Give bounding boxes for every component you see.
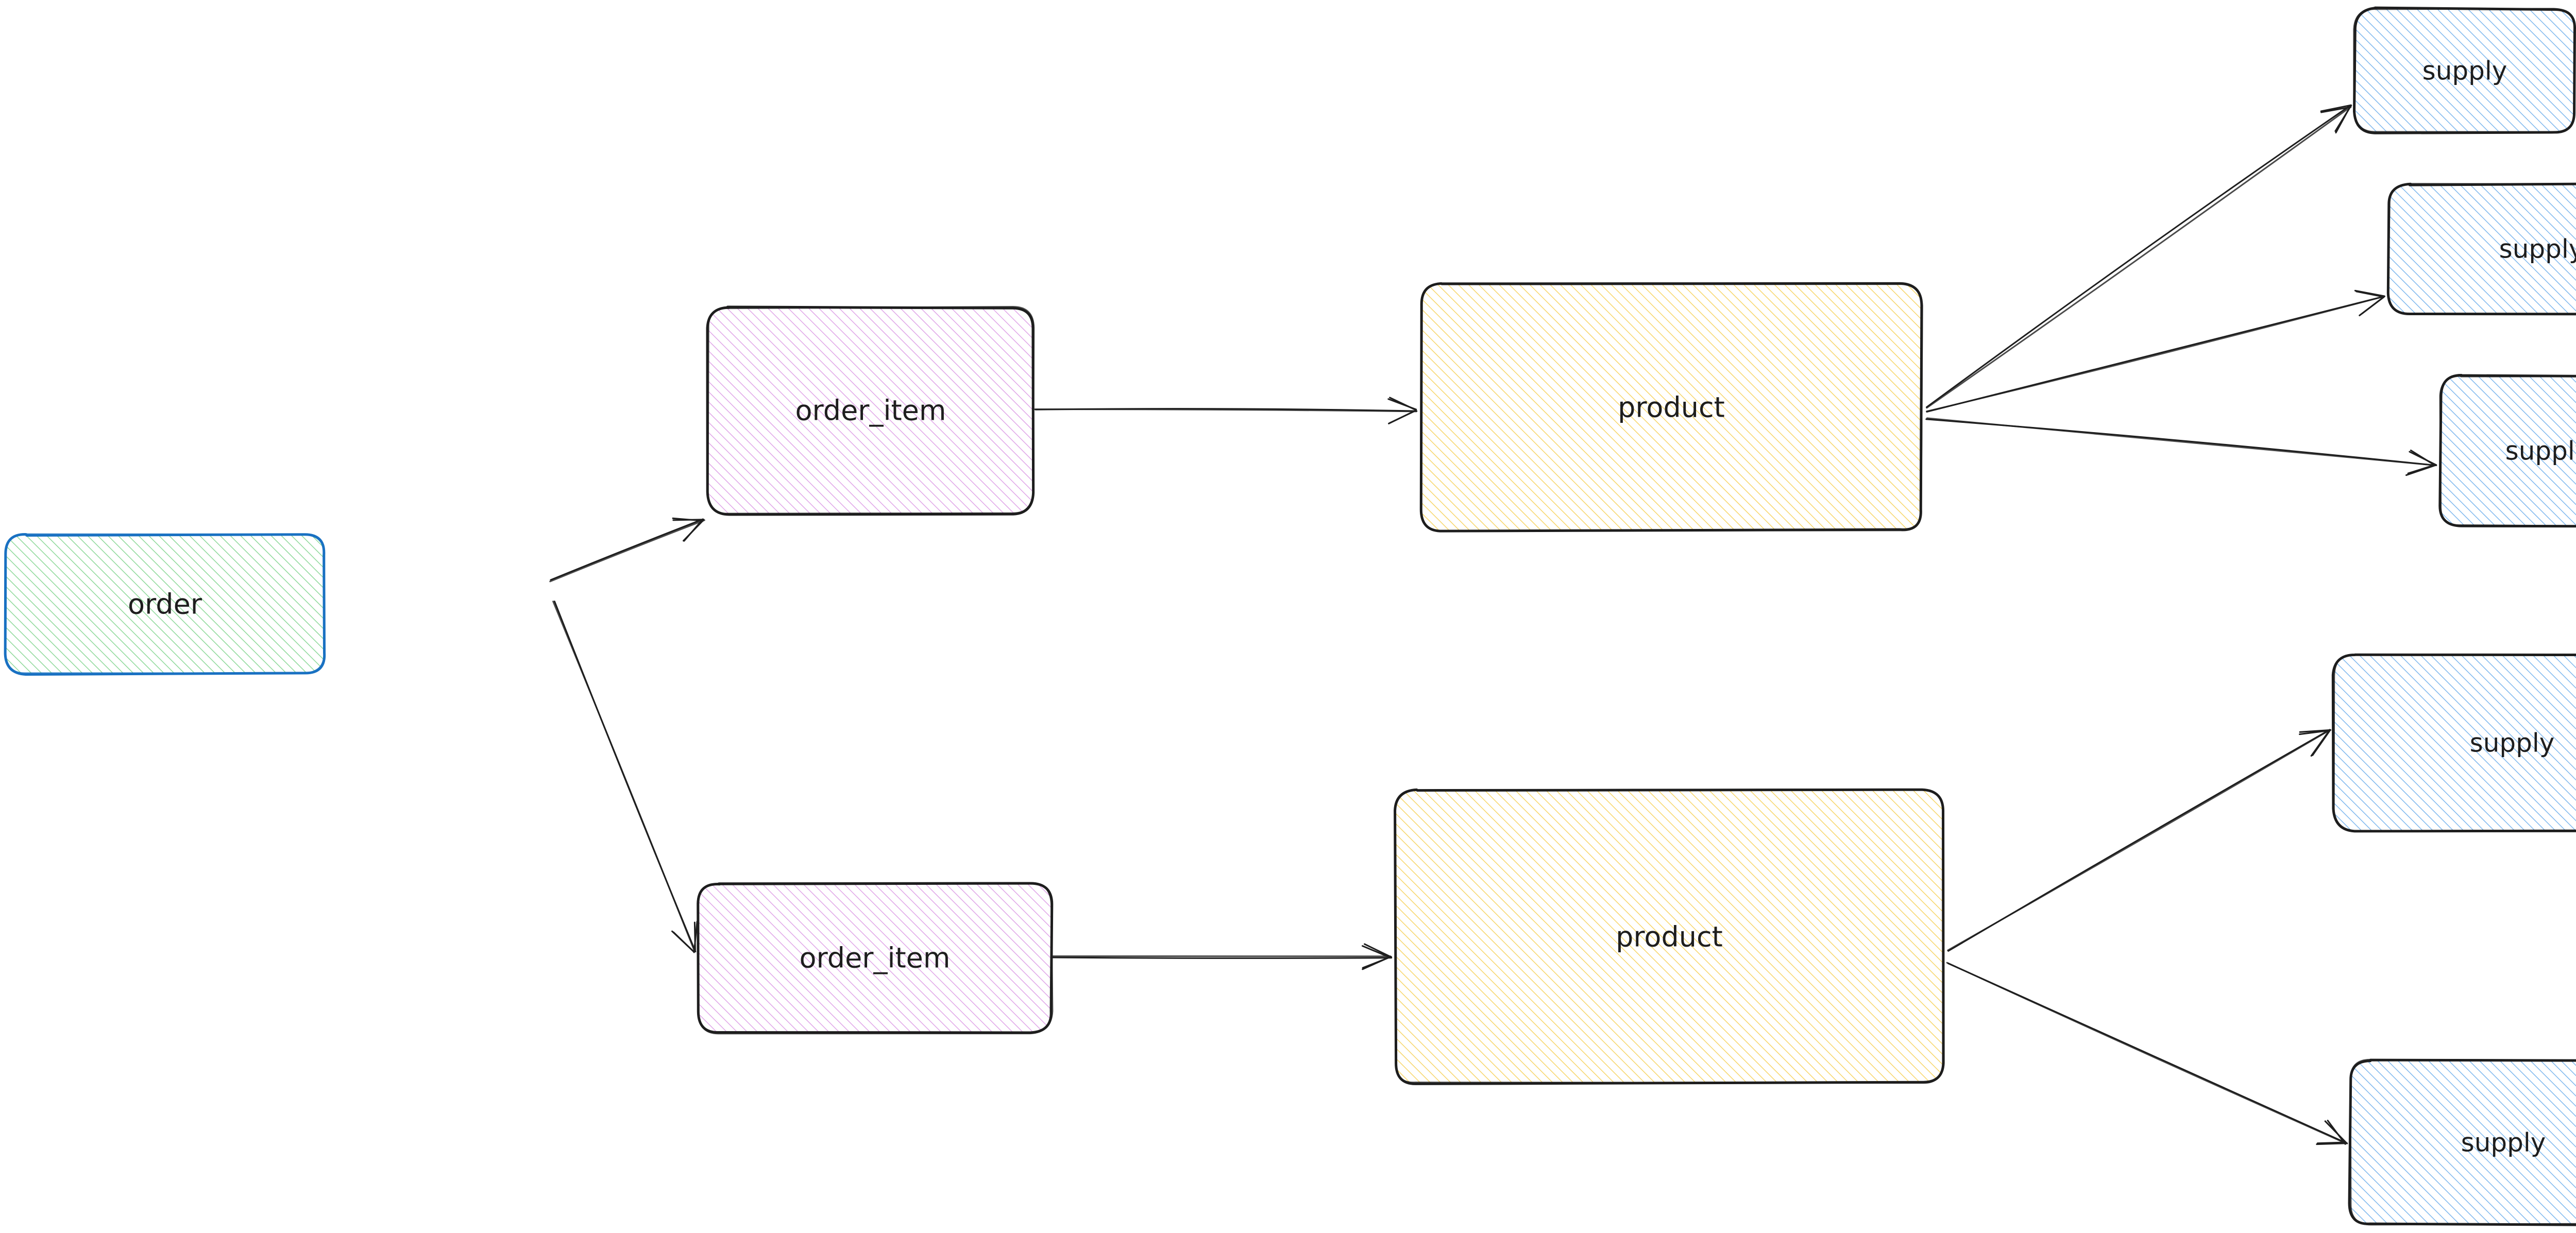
edge-arrowhead <box>1361 945 1392 958</box>
edge-arrowhead <box>1388 409 1417 424</box>
node-label: order <box>128 588 202 621</box>
edge-arrowhead <box>2324 1120 2348 1144</box>
node-outline <box>2387 183 2576 315</box>
edge-arrowhead <box>2410 449 2436 466</box>
node-supply_3[interactable]: supply <box>2438 373 2576 528</box>
nodes-layer: orderorder_itemorder_itemproductproducts… <box>4 6 2576 1226</box>
node-fill <box>2439 375 2576 525</box>
edge-arrowhead <box>2320 106 2352 113</box>
edge-product_2-to-supply_5[interactable] <box>1946 962 2348 1145</box>
edge-line <box>549 519 705 583</box>
edge-line <box>1947 729 2331 951</box>
edge-arrowhead <box>2316 1142 2348 1145</box>
node-outline <box>2439 375 2576 527</box>
node-label: product <box>1618 391 1725 424</box>
node-label: supply <box>2422 56 2507 86</box>
node-product_1[interactable]: product <box>1419 282 1923 533</box>
node-product_2[interactable]: product <box>1394 788 1945 1085</box>
edge-product_1-to-supply_2[interactable] <box>1926 289 2385 413</box>
edge-arrowhead <box>2310 729 2331 757</box>
edge-line <box>1926 105 2351 408</box>
node-outline <box>698 882 1054 1035</box>
edge-arrowhead <box>1362 956 1392 969</box>
node-outline <box>1420 283 1923 532</box>
node-fill <box>2334 655 2576 830</box>
edge-line <box>550 518 704 581</box>
edge-product_2-to-supply_4[interactable] <box>1947 729 2332 952</box>
edge-arrowhead <box>2407 464 2436 474</box>
node-order_item_2[interactable]: order_item <box>697 882 1054 1035</box>
edge-order-to-order_item_2[interactable] <box>552 601 698 953</box>
edge-arrowhead <box>2320 104 2351 112</box>
node-fill <box>698 883 1052 1033</box>
node-supply_1[interactable]: supply <box>2353 6 2576 134</box>
node-fill <box>2388 184 2576 314</box>
edge-arrowhead <box>1364 943 1393 958</box>
edge-line <box>1052 956 1393 959</box>
node-outline <box>2353 8 2575 133</box>
node-fill <box>5 534 325 674</box>
node-fill <box>707 307 1034 514</box>
edge-order_item_2-to-product_2[interactable] <box>1052 943 1393 970</box>
edge-arrowhead <box>2316 1141 2347 1144</box>
edge-line <box>1926 296 2385 413</box>
edge-arrowhead <box>2354 289 2385 297</box>
node-supply_5[interactable]: supply <box>2348 1058 2576 1226</box>
node-order[interactable]: order <box>4 533 326 676</box>
edge-arrowhead <box>1389 397 1416 411</box>
edge-arrowhead <box>2299 729 2331 735</box>
node-label: supply <box>2461 1128 2546 1158</box>
edge-arrowhead <box>693 921 696 952</box>
node-label: supply <box>2470 728 2555 758</box>
node-outline <box>2333 654 2576 832</box>
edge-order-to-order_item_1[interactable] <box>549 517 705 583</box>
edge-line <box>1926 417 2437 467</box>
node-outline <box>4 533 326 674</box>
node-label: order_item <box>795 395 946 427</box>
node-supply_2[interactable]: supply <box>2386 182 2576 316</box>
edge-order_item_1-to-product_1[interactable] <box>1034 397 1418 424</box>
node-fill <box>1420 284 1922 531</box>
edge-product_1-to-supply_1[interactable] <box>1926 104 2352 409</box>
edge-arrowhead <box>683 518 704 542</box>
node-outline <box>1394 789 1944 1084</box>
node-order_item_1[interactable]: order_item <box>706 305 1035 516</box>
node-outline <box>707 306 1035 515</box>
node-fill <box>1396 790 1943 1084</box>
edge-arrowhead <box>671 930 696 953</box>
edges-layer <box>549 104 2437 1145</box>
node-label: supply <box>2499 234 2576 264</box>
node-label: order_item <box>800 942 951 974</box>
node-outline <box>2349 1058 2576 1226</box>
edge-arrowhead <box>2334 105 2352 132</box>
node-fill <box>2350 1060 2576 1225</box>
node-supply_4[interactable]: supply <box>2331 653 2576 833</box>
edge-line <box>1946 962 2346 1144</box>
node-label: supply <box>2505 436 2576 466</box>
edge-line <box>1926 106 2351 409</box>
edge-line <box>1034 408 1417 413</box>
edge-product_1-to-supply_3[interactable] <box>1925 417 2437 476</box>
node-fill <box>2354 8 2575 133</box>
edge-arrowhead <box>2361 296 2385 315</box>
node-label: product <box>1616 921 1723 953</box>
edge-line <box>552 601 696 952</box>
